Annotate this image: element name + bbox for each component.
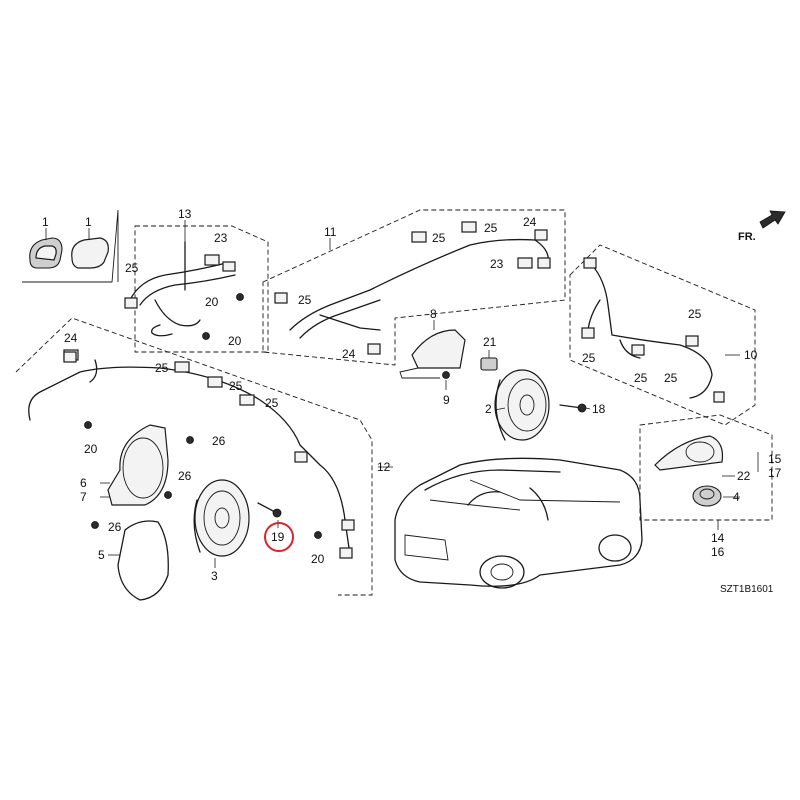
callout-14: 14 [711,531,725,545]
callout-25: 25 [688,307,702,321]
speaker-part-3 [193,479,250,557]
callout-26: 26 [178,469,192,483]
harness-part-12 [28,349,355,559]
callout-12: 12 [377,460,391,474]
callout-25: 25 [484,221,498,235]
callout-7: 7 [80,490,87,504]
callout-16: 16 [711,545,725,559]
callout-23: 23 [214,231,228,245]
gasket-part-5 [117,520,169,601]
callout-21: 21 [483,335,497,349]
part-8-unit [399,329,466,379]
callout-9: 9 [443,393,450,407]
tweeter-housing-15-17 [654,435,724,471]
bezel-left [29,237,63,269]
callout-2: 2 [485,402,492,416]
callout-24: 24 [523,215,537,229]
part-21-clip [480,357,498,371]
callout-20: 20 [311,552,325,566]
callout-8: 8 [430,307,437,321]
frame-part-1 [22,209,119,283]
fasteners [63,351,322,539]
callout-24: 24 [64,331,78,345]
leader-lines [45,220,759,568]
callout-1: 1 [42,215,49,229]
callout-labels: 1 1 13 23 25 20 20 11 25 25 24 23 25 24 … [42,207,782,595]
callout-4: 4 [733,490,740,504]
callout-25: 25 [664,371,678,385]
callout-25: 25 [125,261,139,275]
callout-25: 25 [155,361,169,375]
tweeter-part-4 [692,485,722,507]
callout-17: 17 [768,466,782,480]
frame-part-11 [262,209,566,366]
callout-24: 24 [342,347,356,361]
callout-11: 11 [324,225,337,239]
callout-25: 25 [265,396,279,410]
harness-part-13 [124,241,244,340]
callout-22: 22 [737,469,751,483]
callout-23: 23 [490,257,504,271]
front-direction-indicator [759,210,786,229]
callout-26: 26 [108,520,122,534]
callout-15: 15 [768,452,782,466]
harness-part-11 [274,221,551,355]
callout-20: 20 [84,442,98,456]
speaker-part-2 [494,369,550,441]
callout-26: 26 [212,434,226,448]
vehicle-illustration [394,457,643,589]
highlight-circle-part-19 [264,522,294,552]
screw-part-19 [257,502,282,518]
callout-19: 19 [271,530,285,544]
frame-part-10 [569,244,756,426]
bezel-right [71,237,109,269]
callout-25: 25 [229,379,243,393]
callout-20: 20 [205,295,219,309]
callout-25: 25 [432,231,446,245]
callout-3: 3 [211,569,218,583]
diagram-code: SZT1B1601 [720,584,774,595]
callout-10: 10 [744,348,758,362]
frame-part-13 [134,225,269,353]
bolt-part-18 [559,403,587,413]
frame-part-12 [15,317,373,596]
front-direction-label: FR. [738,231,756,243]
callout-1: 1 [85,215,92,229]
callout-20: 20 [228,334,242,348]
callout-18: 18 [592,402,606,416]
callout-13: 13 [178,207,192,221]
callout-5: 5 [98,548,105,562]
callout-25: 25 [298,293,312,307]
harness-part-10 [581,257,725,403]
callout-25: 25 [582,351,596,365]
callout-6: 6 [80,476,87,490]
callout-25: 25 [634,371,648,385]
speaker-bracket-6-7 [107,424,169,506]
